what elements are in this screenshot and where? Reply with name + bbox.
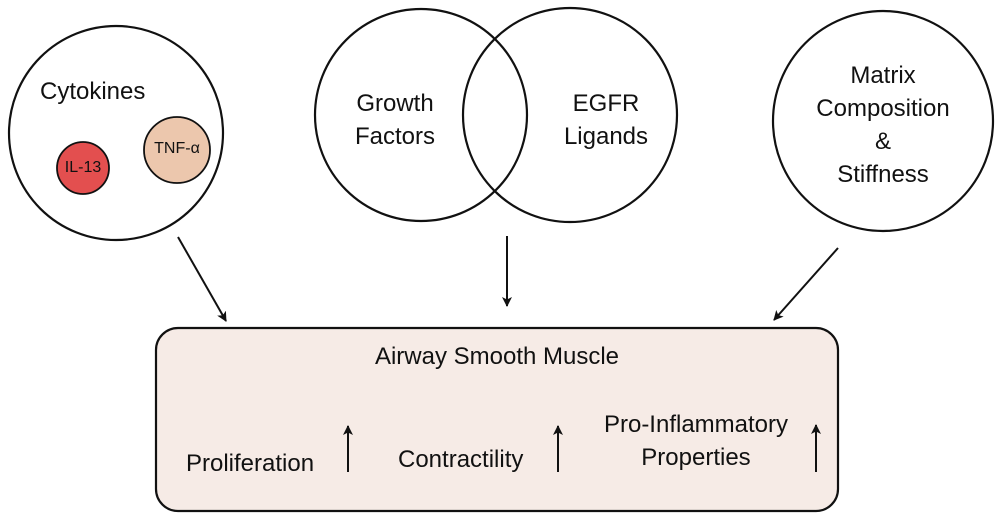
cytokines-arrow — [177, 236, 227, 322]
growth-factors-line1: Growth — [356, 90, 434, 117]
matrix-line1: Matrix — [850, 62, 916, 89]
il13-label: IL-13 — [64, 159, 102, 176]
growth-factors-label: Growth Factors — [340, 92, 450, 149]
pro-inflammatory-label: Pro-Inflammatory Properties — [588, 413, 804, 470]
proliferation-label: Proliferation — [186, 450, 315, 477]
pro-inflammatory-line2: Properties — [641, 444, 751, 471]
cytokines-circle — [7, 24, 225, 242]
airway-smooth-muscle-box — [154, 326, 840, 513]
growth-factors-circle — [313, 7, 529, 223]
matrix-label: Matrix Composition & Stiffness — [803, 64, 963, 187]
growth-factors-line2: Factors — [354, 123, 435, 150]
egfr-ligands-line2: Ligands — [563, 123, 649, 150]
egfr-ligands-line1: EGFR — [572, 90, 640, 117]
matrix-line3: & — [874, 128, 891, 155]
asm-title: Airway Smooth Muscle — [374, 343, 620, 370]
pro-inflammatory-line1: Pro-Inflammatory — [603, 411, 789, 438]
egfr-ligands-label: EGFR Ligands — [548, 92, 664, 149]
tnf-alpha-label: TNF-α — [154, 140, 200, 157]
il13-circle — [56, 141, 110, 195]
matrix-line4: Stiffness — [837, 161, 929, 188]
matrix-arrow — [773, 247, 839, 321]
matrix-line2: Composition — [816, 95, 950, 122]
matrix-circle — [771, 9, 995, 233]
egfr-ligands-circle — [461, 6, 679, 224]
cytokines-label: Cytokines — [40, 78, 146, 105]
contractility-label: Contractility — [398, 446, 524, 473]
tnf-alpha-circle — [143, 116, 211, 184]
